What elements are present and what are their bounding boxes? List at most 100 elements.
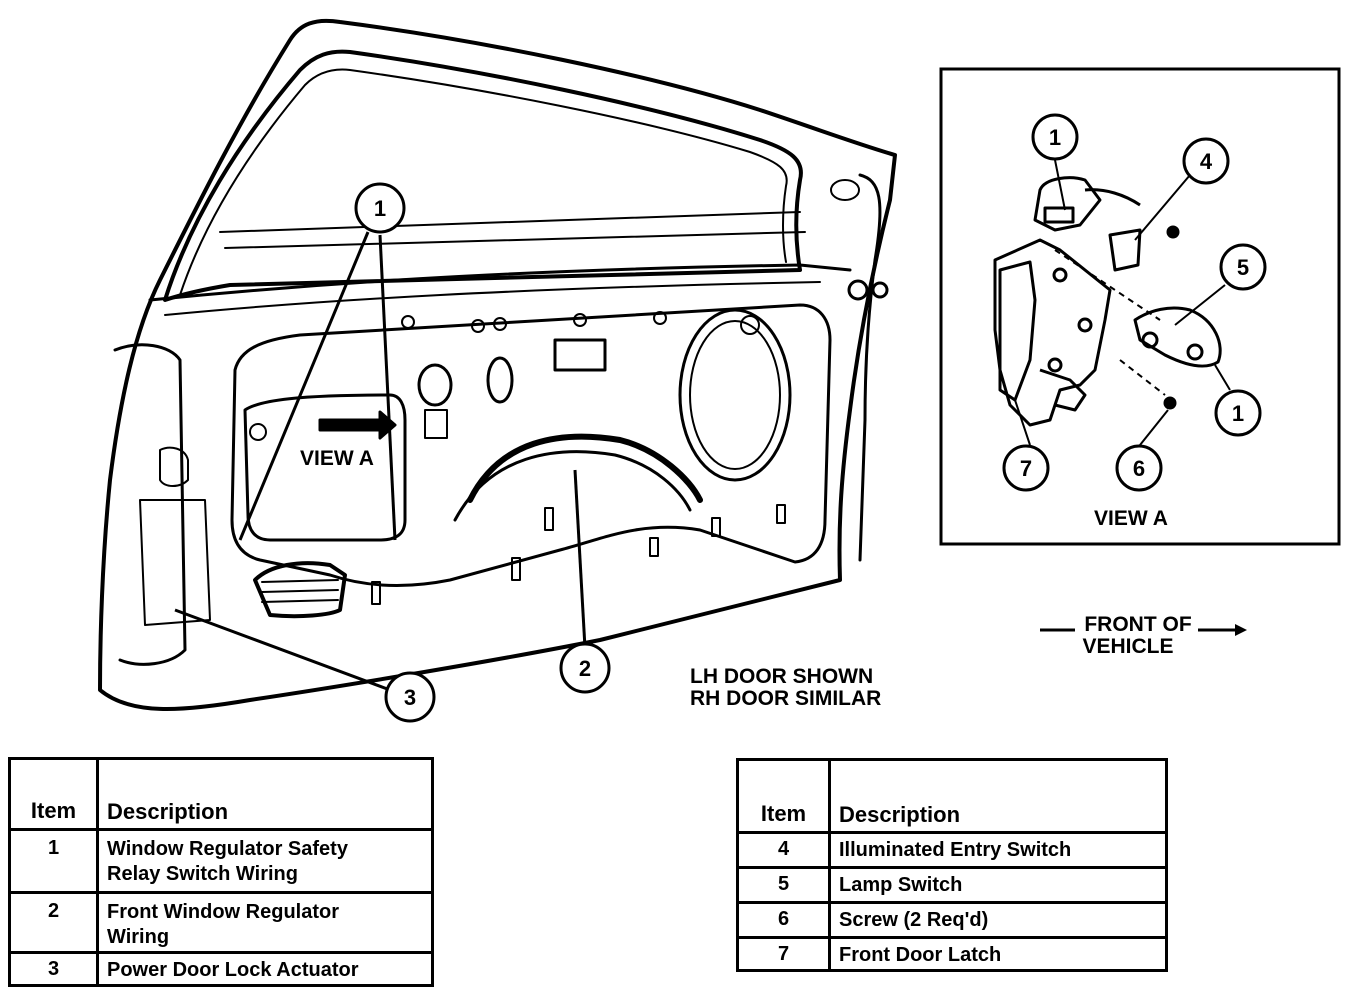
- top-hole: [573, 313, 587, 327]
- dashed-guide: [1054, 249, 1166, 396]
- callout-circle-2: [559, 642, 611, 694]
- callout-number: 3: [404, 685, 416, 710]
- table-row: 4 Illuminated Entry Switch: [739, 834, 1165, 869]
- note-line-1: LH DOOR SHOWN: [690, 665, 873, 688]
- view-a-box: 1 4 5 1 6 7 VIEW A: [939, 67, 1341, 546]
- door-drawing: [98, 18, 897, 711]
- row-item: 3: [11, 954, 99, 987]
- row-description: Window Regulator Safety Relay Switch Wir…: [107, 838, 348, 885]
- front-of-vehicle-indicator: FRONT OF VEHICLE: [1040, 613, 1247, 658]
- access-hole: [553, 338, 607, 372]
- header-description: Description: [107, 799, 229, 824]
- hinge-pillar: [858, 173, 882, 562]
- row-description: Lamp Switch: [839, 874, 963, 896]
- leader-line: [174, 608, 391, 692]
- callout-number: 1: [1049, 125, 1061, 150]
- lower-slat: [261, 579, 339, 583]
- latch-body: [993, 238, 1112, 427]
- callout-circle-3: [384, 671, 436, 723]
- view-a-callout-1b: [1214, 389, 1262, 437]
- view-a-callout-4: [1182, 137, 1230, 185]
- latch-hole: [1052, 267, 1068, 283]
- regulator-panel: [243, 393, 407, 542]
- legend-table-left: Item Description 1 Window Regulator Safe…: [8, 757, 434, 987]
- lower-slat: [261, 589, 339, 593]
- row-description: Illuminated Entry Switch: [839, 839, 1072, 861]
- row-item: 6: [739, 904, 831, 936]
- lamp-switch-knob: [1141, 331, 1159, 349]
- speaker-opening-inner: [689, 320, 781, 470]
- top-hole: [401, 315, 415, 329]
- table-row: 3 Power Door Lock Actuator: [11, 954, 431, 987]
- leader-line: [1014, 399, 1031, 446]
- door-outer-frame: [98, 18, 897, 711]
- switch-housing: [1033, 176, 1102, 232]
- top-hole: [653, 311, 667, 325]
- door-view-a-label: VIEW A: [300, 447, 374, 470]
- callout-number: 2: [579, 656, 591, 681]
- top-hole: [471, 319, 485, 333]
- row-item: 2: [11, 894, 99, 951]
- latch-hole: [1077, 317, 1093, 333]
- table-row: 6 Screw (2 Req'd): [739, 904, 1165, 939]
- wiring-harness: [467, 433, 703, 503]
- front-label-line-2: VEHICLE: [1082, 635, 1173, 658]
- latch-end-inner: [139, 499, 211, 626]
- leader-line: [1174, 284, 1226, 326]
- wiring-harness-2: [453, 450, 692, 522]
- table-row: 5 Lamp Switch: [739, 869, 1165, 904]
- header-item: Item: [739, 761, 831, 831]
- slot: [711, 517, 721, 537]
- leader-line: [378, 234, 397, 541]
- lamp-switch: [1133, 306, 1222, 368]
- view-a-title: VIEW A: [1094, 507, 1168, 530]
- view-a-leaders: [1014, 159, 1231, 446]
- lower-slat: [261, 599, 339, 603]
- callout-number: 5: [1237, 255, 1249, 280]
- access-hole: [417, 363, 453, 407]
- door-leaders: [174, 231, 587, 692]
- hinge-bolt: [847, 279, 869, 301]
- table-row: 7 Front Door Latch: [739, 939, 1165, 972]
- row-item: 1: [11, 831, 99, 891]
- belt-line-2: [164, 281, 821, 316]
- latch-end: [113, 343, 187, 666]
- leader-line: [573, 469, 587, 649]
- switch-tab: [1043, 206, 1075, 224]
- view-a-frame: [939, 67, 1341, 546]
- row-item: 7: [739, 939, 831, 972]
- latch-detail: [159, 446, 189, 487]
- window-opening-inner: [179, 68, 788, 296]
- table-row: 1 Window Regulator Safety Relay Switch W…: [11, 831, 431, 894]
- header-item: Item: [11, 760, 99, 828]
- view-a-callout-6: [1115, 444, 1163, 492]
- callout-number: 4: [1200, 149, 1213, 174]
- row-description: Front Door Latch: [839, 944, 1002, 966]
- note-line-2: RH DOOR SIMILAR: [690, 687, 881, 710]
- leader-line: [1214, 364, 1231, 391]
- access-hole: [486, 356, 514, 404]
- callout-number: 7: [1020, 456, 1032, 481]
- row-description: Power Door Lock Actuator: [107, 959, 359, 981]
- table-header-row: Item Description: [739, 761, 1165, 834]
- view-a-callout-5: [1219, 243, 1267, 291]
- row-item: 4: [739, 834, 831, 866]
- leader-line: [1134, 174, 1191, 241]
- top-hole: [740, 315, 760, 335]
- pillar-hole: [830, 179, 860, 201]
- illum-switch-bracket: [1108, 228, 1142, 272]
- window-opening: [163, 49, 803, 302]
- latch-plate: [998, 260, 1037, 402]
- hinge-bolt: [871, 281, 889, 299]
- speaker-opening: [678, 308, 792, 482]
- slot: [544, 507, 554, 531]
- lower-opening: [253, 561, 347, 619]
- access-hole: [424, 409, 448, 439]
- door-callouts: 1 2 3: [354, 182, 611, 723]
- view-a-callout-7: [1002, 444, 1050, 492]
- screw-icon: [1166, 225, 1180, 239]
- switch-wire: [1084, 188, 1141, 207]
- callout-number: 1: [374, 196, 386, 221]
- inner-panel: [230, 303, 832, 587]
